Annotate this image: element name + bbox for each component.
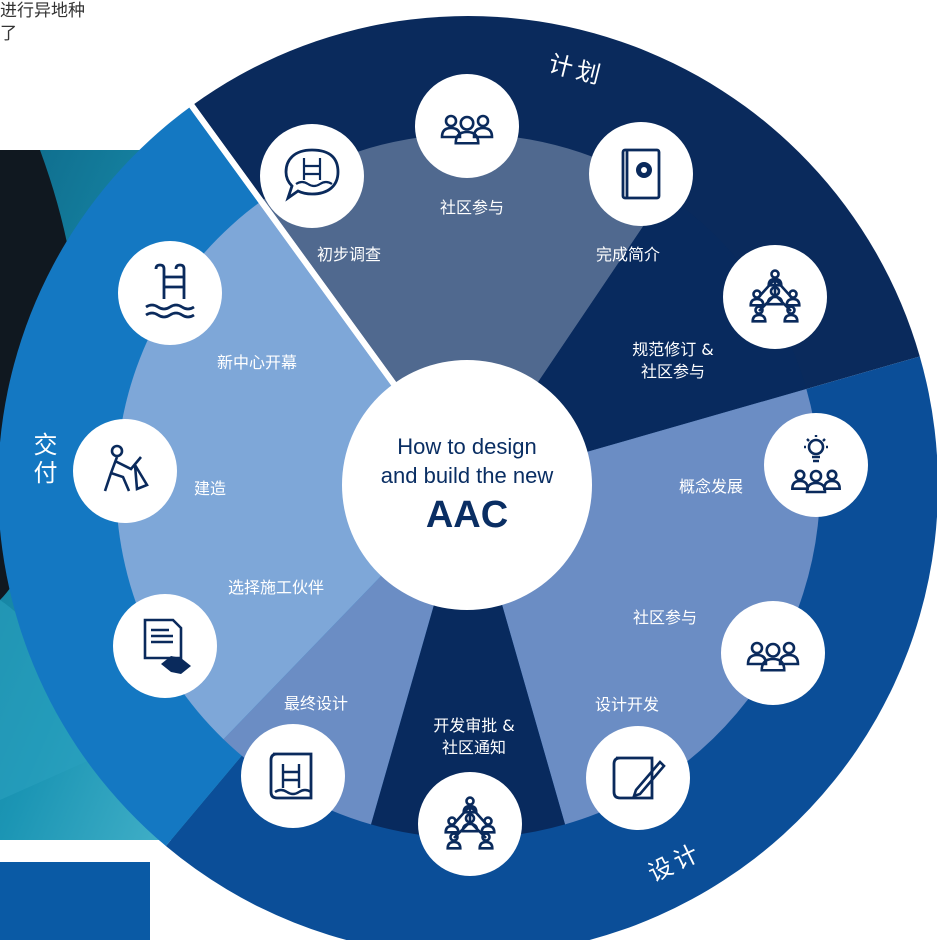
community-group-icon [415,74,519,178]
step-concept-development: 概念发展 [678,477,744,496]
step-construction: 建造 [193,479,227,498]
contract-handshake-icon-glyph [143,618,191,674]
step-initial-survey: 初步调查 [316,245,382,264]
center-title: AAC [425,494,509,536]
step-spec-revision: 规范修订 & 社区参与 [632,340,714,381]
step-community-engagement-1: 社区参与 [439,198,505,217]
caption-line-2: 了 [0,24,17,44]
blueprint-pencil-icon [586,726,690,830]
center-line-2: and build the new [380,463,554,488]
gear-book-icon [589,122,693,226]
construction-worker-icon-glyph [103,444,149,492]
gear-book-icon-glyph [621,148,661,200]
pool-blueprint-icon-glyph [269,752,313,800]
network-people-icon [723,245,827,349]
sector-approval [370,486,566,838]
community-group-icon-glyph [440,114,494,145]
sector-deliver [116,201,468,740]
step-community-engagement-2: 社区参与 [632,608,698,627]
step-select-contractor: 选择施工伙伴 [227,578,325,597]
sector-plan [261,134,665,486]
step-design-development: 设计开发 [594,695,660,714]
idea-group-icon-glyph [791,435,841,494]
contract-handshake-icon [113,594,217,698]
network-people-icon-glyph [749,269,801,323]
center-circle: How to design and build the new AAC [342,360,592,610]
blueprint-pencil-icon-glyph [612,756,666,800]
caption-line-1: 进行异地种 [0,1,85,21]
step-grand-opening: 新中心开幕 [216,353,298,372]
step-final-design: 最终设计 [283,694,349,713]
construction-worker-icon [73,419,177,523]
bottom-block [0,862,150,940]
caption-text: 进行异地种 了 [0,0,85,80]
community-group-icon-glyph [746,641,800,672]
pool-ladder-icon-glyph [145,263,195,319]
center-line-1: How to design [397,434,537,459]
community-group-icon [721,601,825,705]
network-people-icon [418,772,522,876]
idea-group-icon [764,413,868,517]
pool-speech-bubble-icon [260,124,364,228]
phase-label-deliver: 交付 [29,432,57,488]
step-development-approval: 开发审批 & 社区通知 [433,716,515,757]
pool-blueprint-icon [241,724,345,828]
network-people-icon-glyph [444,796,496,850]
pool-ladder-icon [118,241,222,345]
step-complete-brief: 完成简介 [595,245,661,264]
pool-speech-bubble-icon-glyph [284,148,340,202]
